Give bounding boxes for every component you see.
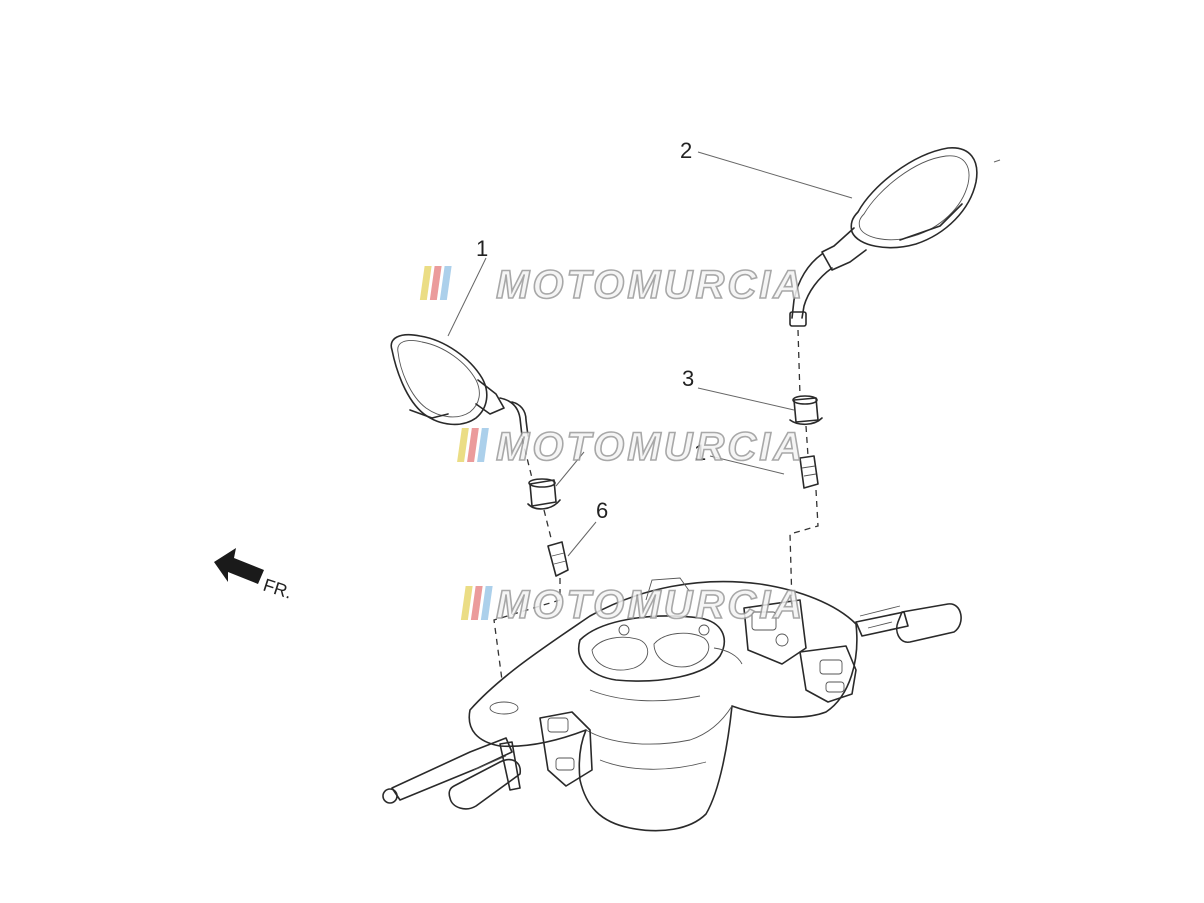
watermark-middle: MOTOMURCIA xyxy=(457,424,805,470)
handlebar-assembly xyxy=(382,577,962,832)
callout-1: 1 xyxy=(476,236,488,261)
callout-3: 3 xyxy=(682,366,694,391)
left-adapter xyxy=(547,541,569,577)
arrow-left-icon xyxy=(214,548,264,584)
watermark-text: MOTOMURCIA xyxy=(496,583,805,627)
left-mirror xyxy=(390,334,529,437)
watermark-stripe-1 xyxy=(460,586,473,620)
watermark-text: MOTOMURCIA xyxy=(496,263,805,307)
watermark-stripe-2 xyxy=(467,428,479,462)
right-adapter xyxy=(799,455,819,489)
assembly-lines xyxy=(493,329,819,681)
watermark-stripe-3 xyxy=(480,586,493,620)
callout-2: 2 xyxy=(680,138,692,163)
watermark-stripe-1 xyxy=(457,428,469,462)
watermark-stripe-2 xyxy=(429,266,442,300)
watermark-stripe-3 xyxy=(439,266,452,300)
right-mirror xyxy=(789,147,1001,327)
front-indicator: FR. xyxy=(214,548,295,603)
watermark-bottom: MOTOMURCIA xyxy=(460,582,805,628)
right-grommet xyxy=(789,395,823,426)
front-label: FR. xyxy=(261,575,295,603)
callout-1-secondary: 1 xyxy=(694,440,706,465)
watermark-text: MOTOMURCIA xyxy=(496,425,805,469)
watermark-top: MOTOMURCIA xyxy=(419,262,805,308)
leader-lines xyxy=(447,151,853,557)
watermark-stripe-1 xyxy=(419,266,432,300)
left-grommet xyxy=(527,478,561,510)
watermark-stripe-3 xyxy=(477,428,489,462)
watermark-stripe-2 xyxy=(470,586,483,620)
callout-6: 6 xyxy=(596,498,608,523)
